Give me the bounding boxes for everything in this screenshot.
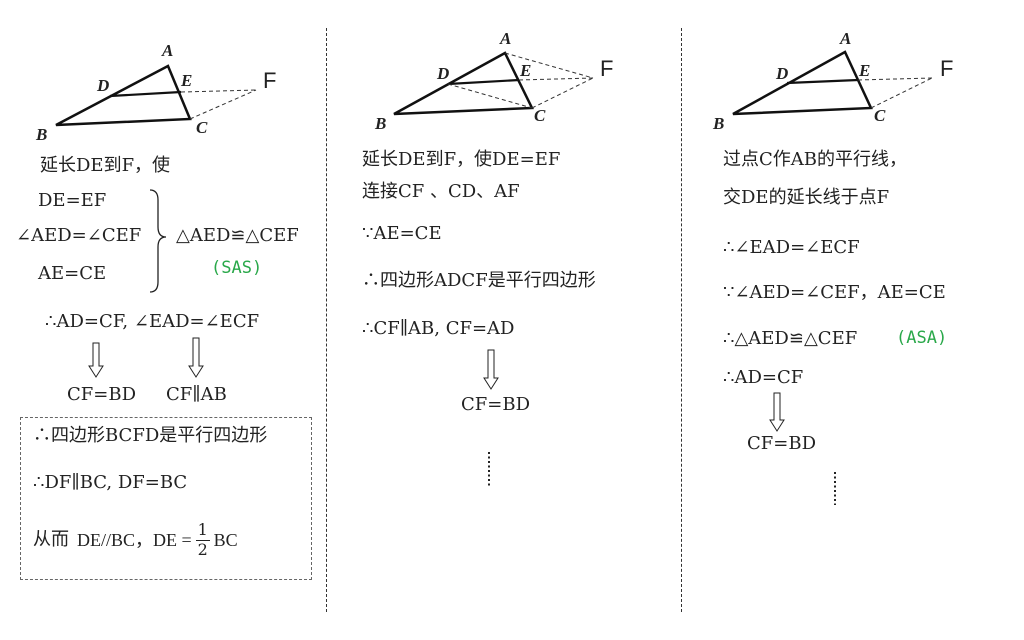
box-line-1: ∴四边形BCFD是平行四边形 [33, 425, 268, 446]
middle-line-5: ∴CF∥AB, CF=AD [362, 318, 515, 339]
left-cond-1: DE=EF [38, 190, 107, 211]
left-method-sas: (SAS) [211, 258, 263, 278]
right-label-d: D [776, 64, 789, 83]
divider-left [326, 28, 327, 612]
left-label-f: F [263, 68, 277, 93]
middle-label-b: B [375, 114, 387, 133]
left-result-1: CF=BD [67, 384, 137, 405]
right-label-f: F [940, 56, 954, 81]
middle-label-e: E [520, 61, 532, 80]
left-arrow-2 [188, 337, 204, 378]
right-segment-de [786, 78, 859, 85]
middle-line-3: ∵AE=CE [362, 223, 442, 244]
middle-label-c: C [534, 106, 546, 125]
left-cond-3: AE=CE [38, 263, 107, 284]
middle-dashed-af [504, 52, 594, 79]
right-line-5: ∴△AED≌△CEF [723, 328, 858, 349]
left-dashed-cf [189, 89, 257, 120]
right-arrow [769, 392, 785, 432]
middle-dashed-cf [531, 77, 594, 109]
left-therefore-1: ∴AD=CF, ∠EAD=∠ECF [45, 311, 260, 332]
box-line-3-mid: DE//BC，DE = [77, 530, 192, 551]
left-brace [149, 189, 167, 293]
right-line-1: 过点C作AB的平行线， [723, 149, 907, 170]
right-figure [732, 50, 933, 116]
right-dashed-cf [870, 77, 933, 109]
right-line-2: 交DE的延长线于点F [723, 187, 890, 208]
left-label-d: D [97, 76, 110, 95]
box-line-2: ∴DF∥BC, DF=BC [33, 472, 188, 493]
middle-label-a: A [500, 29, 512, 48]
right-line-4: ∵∠AED=∠CEF，AE=CE [723, 282, 946, 303]
left-label-e: E [181, 71, 193, 90]
left-line-1: 延长DE到F，使 [40, 155, 171, 176]
left-label-c: C [196, 118, 208, 137]
right-label-c: C [874, 106, 886, 125]
box-fraction-den: 2 [197, 539, 208, 559]
right-label-e: E [859, 61, 871, 80]
left-label-a: A [162, 41, 174, 60]
middle-dashed-ef [518, 77, 594, 81]
left-arrow-1 [88, 342, 104, 378]
box-fraction-num: 1 [197, 520, 208, 539]
middle-dashed-dc [447, 83, 533, 109]
middle-line-4: ∴四边形ADCF是平行四边形 [362, 270, 596, 291]
middle-arrow [483, 349, 499, 390]
middle-line-1: 延长DE到F，使DE=EF [362, 149, 561, 170]
left-cond-2: ∠AED=∠CEF [16, 225, 142, 246]
right-label-a: A [840, 29, 852, 48]
box-line-3-prefix: 从而 [33, 529, 69, 551]
middle-label-f: F [600, 56, 614, 81]
middle-result: CF=BD [461, 394, 531, 415]
box-fraction: 1 2 [195, 520, 210, 559]
left-congruent: △AED≌△CEF [176, 225, 299, 246]
box-line-3-suffix: BC [213, 530, 238, 551]
divider-right [681, 28, 682, 612]
middle-label-d: D [437, 64, 450, 83]
right-result: CF=BD [747, 433, 817, 454]
middle-segment-de [447, 78, 520, 86]
right-method-asa: (ASA) [896, 328, 948, 348]
left-segment-de [109, 90, 182, 98]
left-result-2: CF∥AB [166, 384, 227, 405]
left-conclusion-box [20, 417, 312, 580]
left-figure [55, 64, 257, 127]
right-line-6: ∴AD=CF [723, 367, 804, 388]
right-dashed-ef [857, 77, 933, 81]
middle-line-2: 连接CF 、CD、AF [362, 181, 520, 202]
middle-figure [393, 51, 594, 116]
right-label-b: B [713, 114, 725, 133]
box-line-3: 从而 DE//BC，DE = 1 2 BC [33, 520, 238, 559]
left-label-b: B [36, 125, 48, 144]
left-dashed-ef [180, 89, 257, 93]
right-line-3: ∴∠EAD=∠ECF [723, 237, 860, 258]
